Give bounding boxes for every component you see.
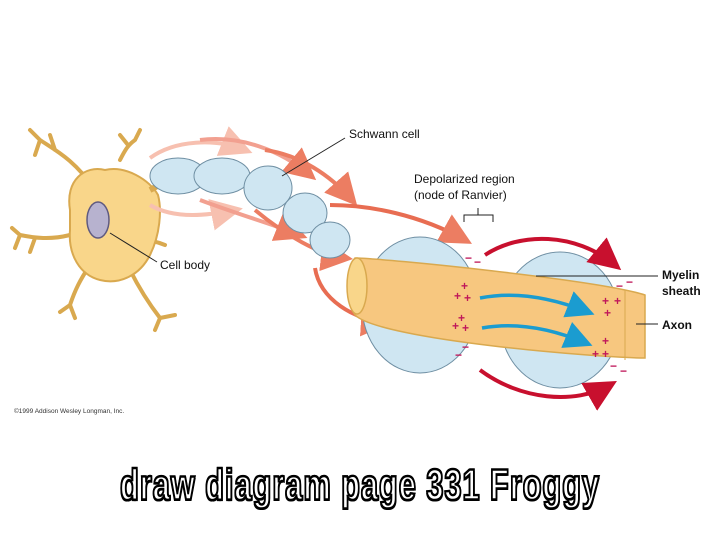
charge-plus: + [602, 347, 609, 361]
charge-minus: − [465, 251, 472, 265]
sheath-label: sheath [662, 284, 701, 298]
charge-minus: − [610, 359, 617, 373]
charge-plus: + [614, 294, 621, 308]
charge-minus: − [462, 340, 469, 354]
charge-minus: − [620, 364, 627, 378]
charge-minus: − [455, 348, 462, 362]
cell-body-label: Cell body [160, 258, 210, 272]
caption-title: draw diagram page 331 Froggy [50, 460, 669, 510]
myelin-label: Myelin [662, 268, 699, 282]
charge-minus: − [474, 255, 481, 269]
schwann-cell-label: Schwann cell [349, 127, 420, 141]
axon-label: Axon [662, 318, 692, 332]
charge-plus: + [464, 291, 471, 305]
charge-minus: − [616, 279, 623, 293]
charge-plus: + [454, 289, 461, 303]
copyright-text: ©1999 Addison Wesley Longman, Inc. [14, 407, 124, 415]
node-of-ranvier-label: (node of Ranvier) [414, 188, 507, 202]
nucleus [87, 202, 109, 238]
axon-end [347, 258, 367, 314]
charge-plus: + [452, 319, 459, 333]
charge-plus: + [592, 347, 599, 361]
charge-plus: + [462, 321, 469, 335]
charge-minus: − [626, 275, 633, 289]
neuron-cell-body [12, 130, 175, 330]
charge-plus: + [602, 334, 609, 348]
depolarized-region-label: Depolarized region [414, 172, 515, 186]
charge-plus: + [604, 306, 611, 320]
